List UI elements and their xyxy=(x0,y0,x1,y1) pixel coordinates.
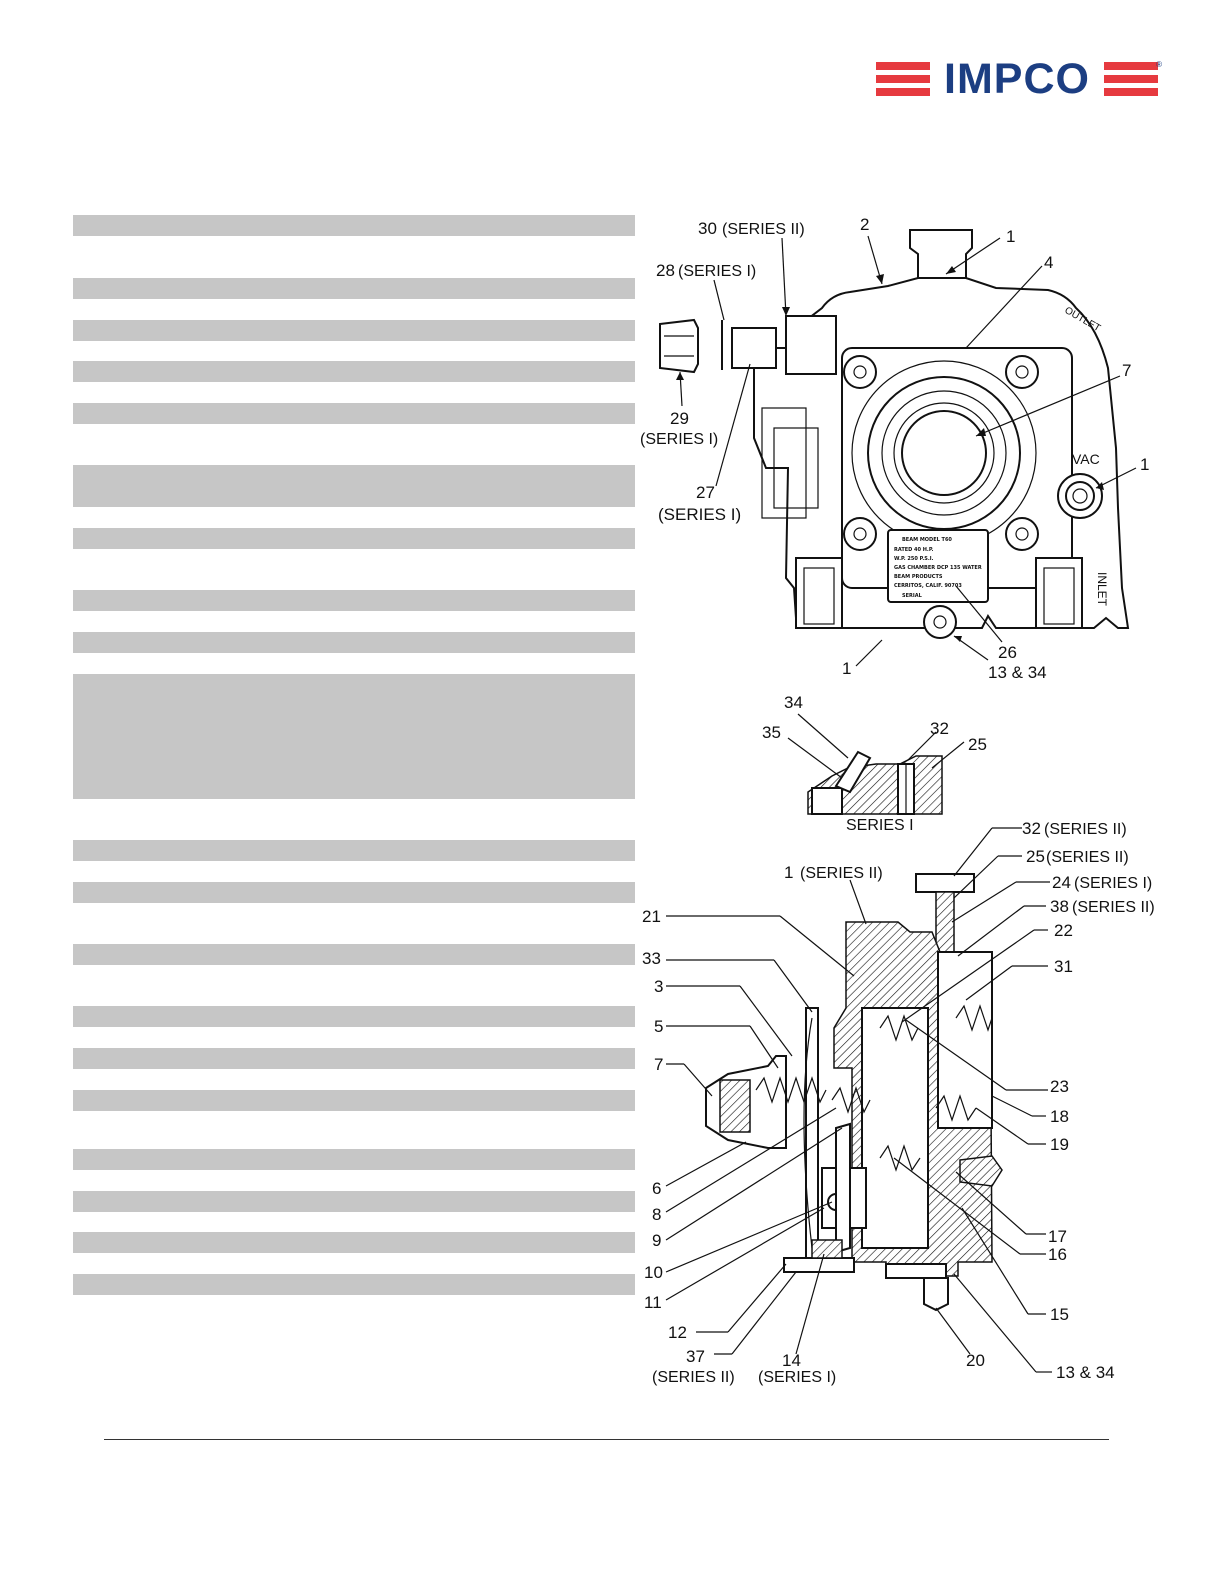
callout-28-note: (SERIES I) xyxy=(678,263,756,280)
table-row xyxy=(73,840,635,861)
table-row xyxy=(73,632,635,653)
table-row xyxy=(73,882,635,903)
nameplate-line: BEAM PRODUCTS xyxy=(894,574,943,580)
table-row xyxy=(73,1191,635,1212)
inlet-label: INLET xyxy=(1095,572,1109,607)
callout-24-note: (SERIES I) xyxy=(1074,875,1152,892)
series-i-detail: 34 35 32 25 SERIES I xyxy=(762,693,987,834)
callout-11: 11 xyxy=(644,1293,662,1312)
nameplate-line: W.P. 250 P.S.I. xyxy=(894,556,934,562)
table-row xyxy=(73,465,635,507)
callout-16: 16 xyxy=(1048,1245,1067,1264)
callout-1: 1 xyxy=(784,863,793,882)
callout-14: 14 xyxy=(782,1351,801,1370)
table-row xyxy=(73,215,635,236)
nameplate-line: BEAM MODEL T60 xyxy=(902,537,952,543)
callout-23: 23 xyxy=(1050,1077,1069,1096)
callout-34: 34 xyxy=(784,693,803,712)
callout-13-34: 13 & 34 xyxy=(1056,1363,1115,1382)
callout-7: 7 xyxy=(654,1055,663,1074)
callout-27-note: (SERIES I) xyxy=(658,505,741,524)
callout-20: 20 xyxy=(966,1351,985,1370)
callout-27: 27 xyxy=(696,483,715,502)
section-view: 32 (SERIES II) 25 (SERIES II) 1 (SERIES … xyxy=(642,819,1155,1386)
table-row xyxy=(73,1090,635,1111)
callout-18: 18 xyxy=(1050,1107,1069,1126)
callout-13-34: 13 & 34 xyxy=(988,663,1047,682)
table-row xyxy=(73,590,635,611)
callout-8: 8 xyxy=(652,1205,661,1224)
table-row xyxy=(73,674,635,799)
callout-7: 7 xyxy=(1122,361,1131,380)
table-row xyxy=(73,403,635,424)
callout-1: 1 xyxy=(842,659,851,678)
callout-37-note: (SERIES II) xyxy=(652,1369,735,1386)
series-i-label: SERIES I xyxy=(846,817,914,834)
table-row xyxy=(73,1274,635,1295)
callout-24: 24 xyxy=(1052,873,1071,892)
callout-32: 32 xyxy=(1022,819,1041,838)
callout-1: 1 xyxy=(1140,455,1149,474)
callout-3: 3 xyxy=(654,977,663,996)
callout-38: 38 xyxy=(1050,897,1069,916)
callout-35: 35 xyxy=(762,723,781,742)
callout-14-note: (SERIES I) xyxy=(758,1369,836,1386)
callout-5: 5 xyxy=(654,1017,663,1036)
callout-25: 25 xyxy=(968,735,987,754)
callout-31: 31 xyxy=(1054,957,1073,976)
callout-30: 30 xyxy=(698,219,717,238)
callout-32: 32 xyxy=(930,719,949,738)
callout-1-note: (SERIES II) xyxy=(800,865,883,882)
callout-1: 1 xyxy=(1006,227,1015,246)
nameplate-line: GAS CHAMBER DCP 135 WATER xyxy=(894,565,982,571)
impco-logo: IMPCO ® xyxy=(876,56,1162,102)
callout-37: 37 xyxy=(686,1347,705,1366)
table-row xyxy=(73,1006,635,1027)
callout-25-note: (SERIES II) xyxy=(1046,849,1129,866)
callout-33: 33 xyxy=(642,949,661,968)
logo-wordmark: IMPCO xyxy=(930,56,1104,102)
footer-divider xyxy=(104,1439,1109,1440)
table-row xyxy=(73,361,635,382)
callout-19: 19 xyxy=(1050,1135,1069,1154)
callout-17: 17 xyxy=(1048,1227,1067,1246)
table-row xyxy=(73,1232,635,1253)
nameplate-line: RATED 40 H.P. xyxy=(894,547,934,553)
callout-4: 4 xyxy=(1044,253,1053,272)
table-row xyxy=(73,944,635,965)
callout-30-note: (SERIES II) xyxy=(722,221,805,238)
callout-10: 10 xyxy=(644,1263,663,1282)
registered-mark: ® xyxy=(1156,60,1162,69)
table-row xyxy=(73,1149,635,1170)
callout-32-note: (SERIES II) xyxy=(1044,821,1127,838)
nameplate-line: CERRITOS, CALIF. 90703 xyxy=(894,583,962,589)
table-row xyxy=(73,528,635,549)
regulator-exploded-diagram: BEAM MODEL T60 RATED 40 H.P. W.P. 250 P.… xyxy=(636,208,1176,1398)
table-row xyxy=(73,320,635,341)
callout-25: 25 xyxy=(1026,847,1045,866)
callout-29: 29 xyxy=(670,409,689,428)
nameplate-line: SERIAL xyxy=(902,593,923,599)
callout-22: 22 xyxy=(1054,921,1073,940)
vac-label: VAC xyxy=(1072,451,1100,467)
callout-12: 12 xyxy=(668,1323,687,1342)
callout-26: 26 xyxy=(998,643,1017,662)
callout-15: 15 xyxy=(1050,1305,1069,1324)
front-view: BEAM MODEL T60 RATED 40 H.P. W.P. 250 P.… xyxy=(640,215,1149,682)
callout-9: 9 xyxy=(652,1231,661,1250)
callout-21: 21 xyxy=(642,907,661,926)
callout-28: 28 xyxy=(656,261,675,280)
table-row xyxy=(73,1048,635,1069)
callout-38-note: (SERIES II) xyxy=(1072,899,1155,916)
callout-2: 2 xyxy=(860,215,869,234)
table-row xyxy=(73,278,635,299)
callout-6: 6 xyxy=(652,1179,661,1198)
callout-29-note: (SERIES I) xyxy=(640,431,718,448)
